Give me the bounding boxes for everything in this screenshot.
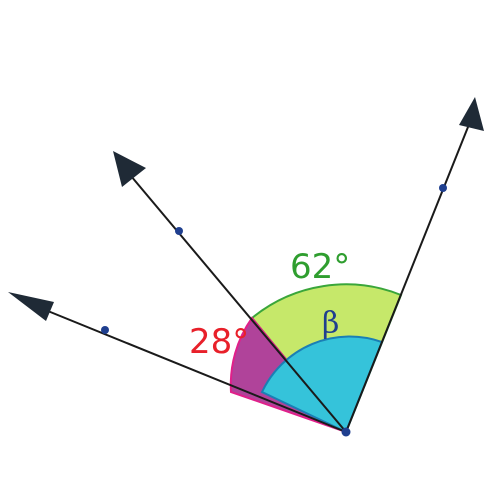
sector-beta bbox=[260, 335, 384, 434]
point-left bbox=[101, 326, 109, 334]
ray-middle bbox=[130, 175, 347, 433]
arrowhead-right bbox=[459, 97, 484, 131]
angle-beta-label: β bbox=[322, 306, 339, 341]
arrowhead-left bbox=[8, 292, 54, 321]
angle-62-label: 62° bbox=[290, 247, 350, 287]
ray-right bbox=[345, 121, 471, 433]
point-right bbox=[439, 184, 447, 192]
angle-28-label: 28° bbox=[189, 322, 249, 362]
ray-left bbox=[37, 306, 347, 433]
arrowhead-middle bbox=[113, 151, 146, 187]
vertex-point bbox=[341, 427, 351, 437]
point-middle bbox=[175, 227, 183, 235]
